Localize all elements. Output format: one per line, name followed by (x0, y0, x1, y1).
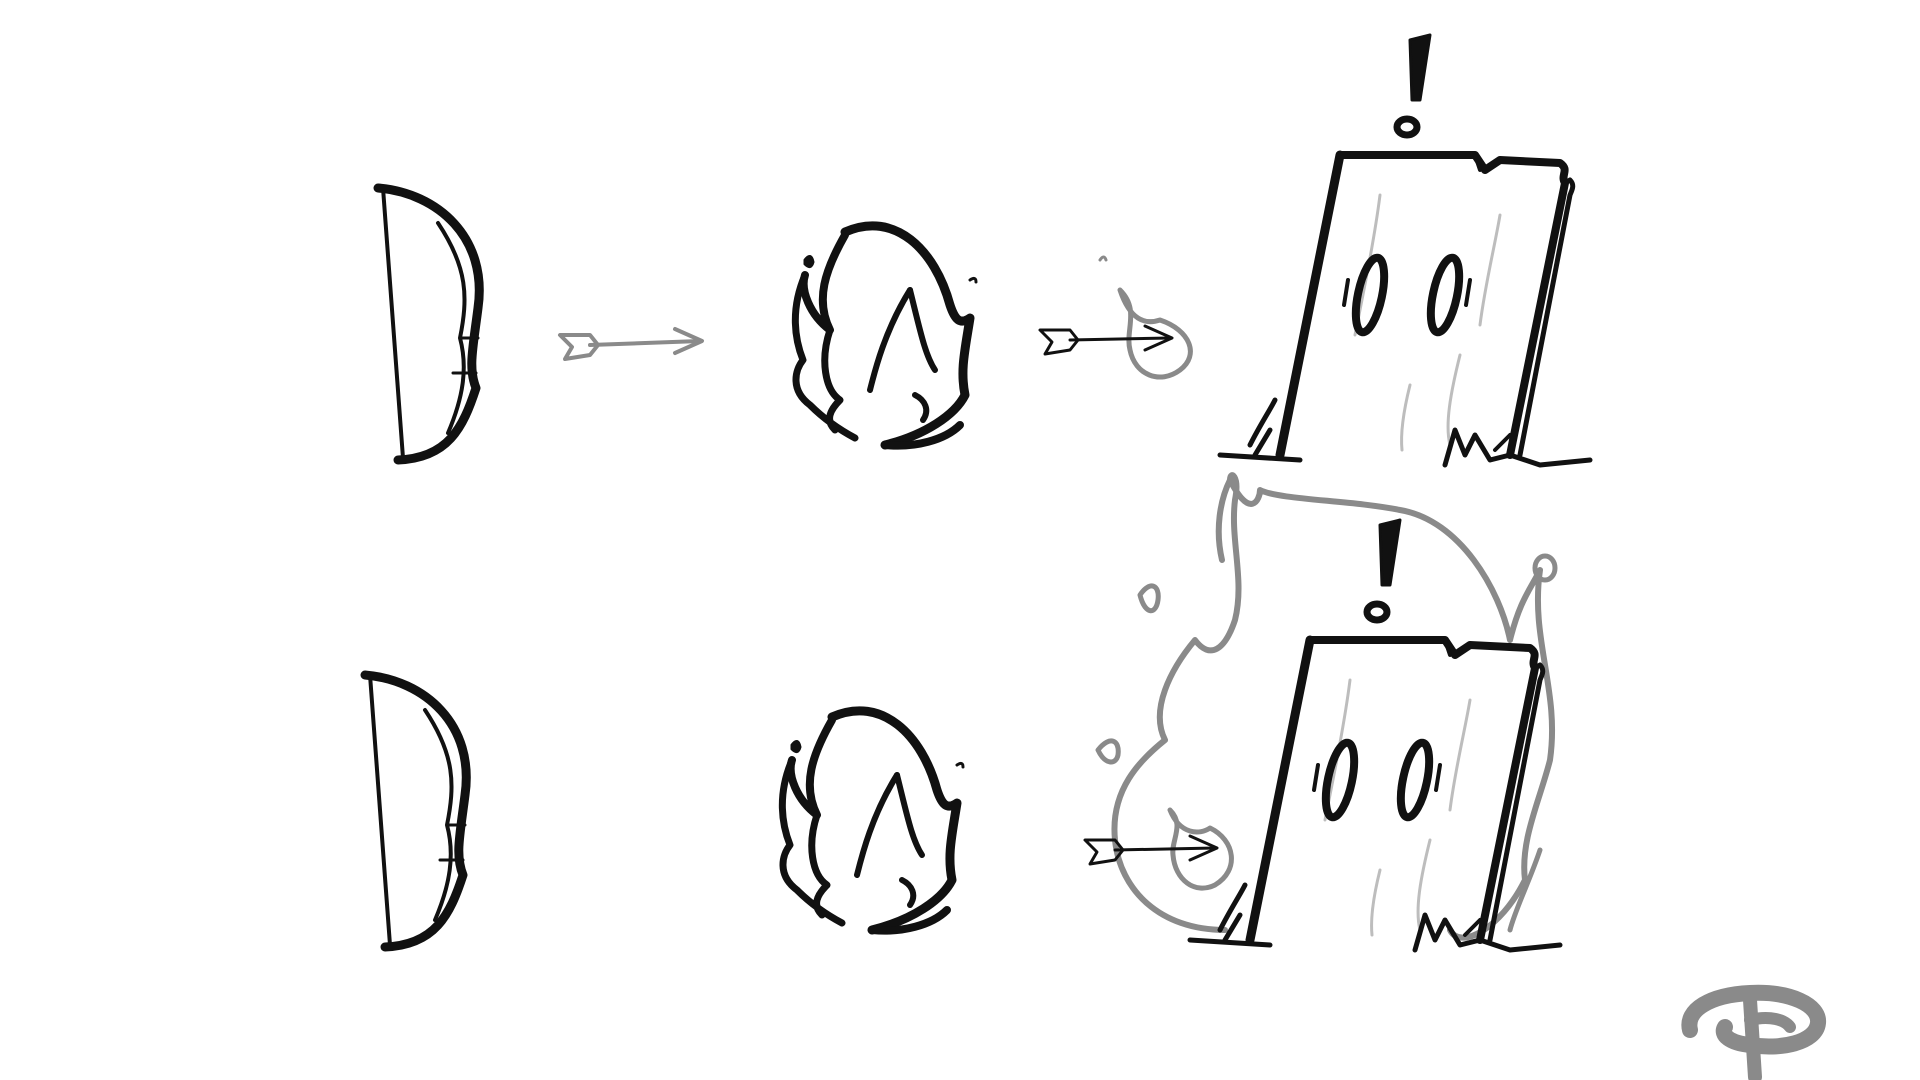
bow-icon (378, 188, 479, 460)
flaming-arrow-icon (1038, 255, 1193, 380)
artist-signature-logo (1681, 984, 1826, 1080)
large-flame-outline (1111, 472, 1556, 941)
bow-icon (365, 675, 466, 947)
wooden-target-icon (1220, 35, 1590, 465)
campfire-icon (782, 711, 963, 931)
campfire-icon (795, 226, 976, 446)
arrow-icon (558, 327, 704, 361)
burning-wooden-target-icon (1083, 472, 1560, 950)
